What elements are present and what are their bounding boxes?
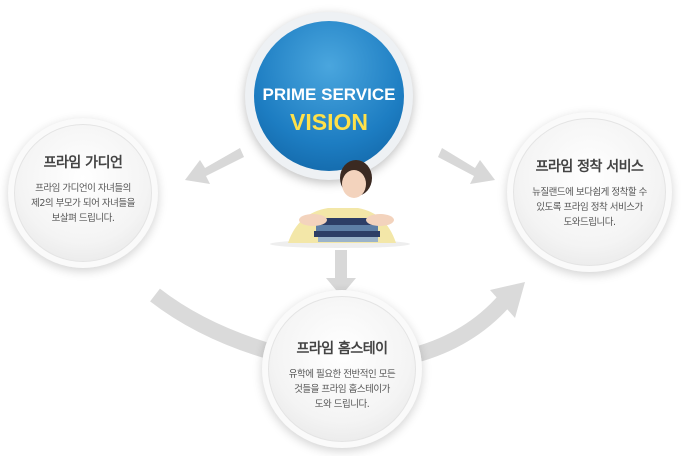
guardian-circle: 프라임 가디언 프라임 가디언이 자녀들의 제2의 부모가 되어 자녀들을 보살…: [8, 118, 158, 268]
arrow-to-right: [438, 148, 495, 184]
desc-line: 뉴질랜드에 보다쉽게 정착할 수: [532, 187, 647, 198]
desc-line: 보살펴 드립니다.: [51, 213, 115, 224]
guardian-desc: 프라임 가디언이 자녀들의 제2의 부모가 되어 자녀들을 보살펴 드립니다.: [8, 181, 158, 226]
desc-line: 있도록 프라임 정착 서비스가: [536, 202, 643, 213]
arrow-down: [326, 250, 356, 296]
arrow-to-left: [185, 148, 244, 184]
homestay-desc: 유학에 필요한 전반적인 모든 것들을 프라임 홈스테이가 도와 드립니다.: [262, 367, 422, 412]
curve-bottom-right: [412, 294, 512, 363]
homestay-circle: 프라임 홈스테이 유학에 필요한 전반적인 모든 것들을 프라임 홈스테이가 도…: [262, 290, 422, 448]
desc-line: 프라임 가디언이 자녀들의: [35, 183, 131, 194]
desc-line: 것들을 프라임 홈스테이가: [294, 384, 390, 395]
desc-line: 도와 드립니다.: [314, 399, 370, 410]
curve-arrow-head: [490, 282, 525, 318]
homestay-title: 프라임 홈스테이: [296, 341, 388, 357]
vision-line2: VISION: [290, 109, 368, 135]
student-with-books-image: [270, 160, 410, 248]
vision-line1: PRIME SERVICE: [262, 85, 396, 104]
desc-line: 유학에 필요한 전반적인 모든: [288, 369, 396, 380]
settlement-circle: 프라임 정착 서비스 뉴질랜드에 보다쉽게 정착할 수 있도록 프라임 정착 서…: [507, 112, 672, 272]
settlement-desc: 뉴질랜드에 보다쉽게 정착할 수 있도록 프라임 정착 서비스가 도와드립니다.: [507, 185, 672, 230]
desc-line: 도와드립니다.: [563, 217, 616, 228]
curve-left-bottom: [150, 288, 268, 358]
guardian-title: 프라임 가디언: [43, 155, 123, 171]
vision-circle: PRIME SERVICE VISION: [245, 12, 413, 180]
desc-line: 제2의 부모가 되어 자녀들을: [31, 198, 135, 209]
settlement-title: 프라임 정착 서비스: [535, 159, 644, 175]
